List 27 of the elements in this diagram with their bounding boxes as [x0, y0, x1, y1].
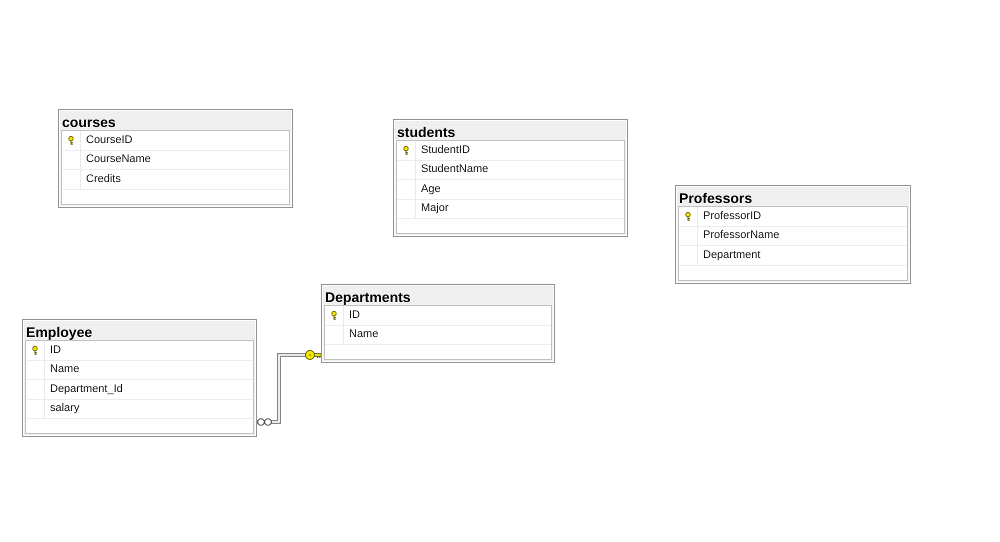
column-name: StudentID [420, 144, 470, 157]
table-title: students [397, 124, 456, 140]
column-name: Department [702, 248, 760, 262]
table-title: Departments [325, 289, 411, 305]
database-table [393, 119, 628, 237]
column-name: Credits [85, 172, 121, 186]
database-table [58, 109, 293, 208]
column-name: Major [420, 202, 449, 216]
column-name: Age [420, 182, 441, 196]
table-title: Employee [26, 324, 92, 340]
table-title: courses [62, 114, 116, 130]
column-name: ID [348, 308, 360, 322]
column-name: CourseID [85, 134, 132, 147]
relationship-line [257, 350, 322, 426]
column-name: Department_Id [49, 382, 123, 396]
column-name: ID [49, 344, 61, 357]
table-title: Professors [679, 190, 752, 206]
column-name: salary [49, 402, 80, 416]
column-name: Name [49, 363, 80, 376]
column-name: Name [348, 328, 378, 342]
column-name: ProfessorID [702, 210, 762, 223]
column-name: CourseName [85, 153, 151, 166]
database-table [321, 284, 555, 363]
column-name: ProfessorName [702, 229, 780, 242]
database-table [22, 319, 257, 437]
database-table [675, 185, 911, 284]
column-name: StudentName [420, 163, 488, 176]
